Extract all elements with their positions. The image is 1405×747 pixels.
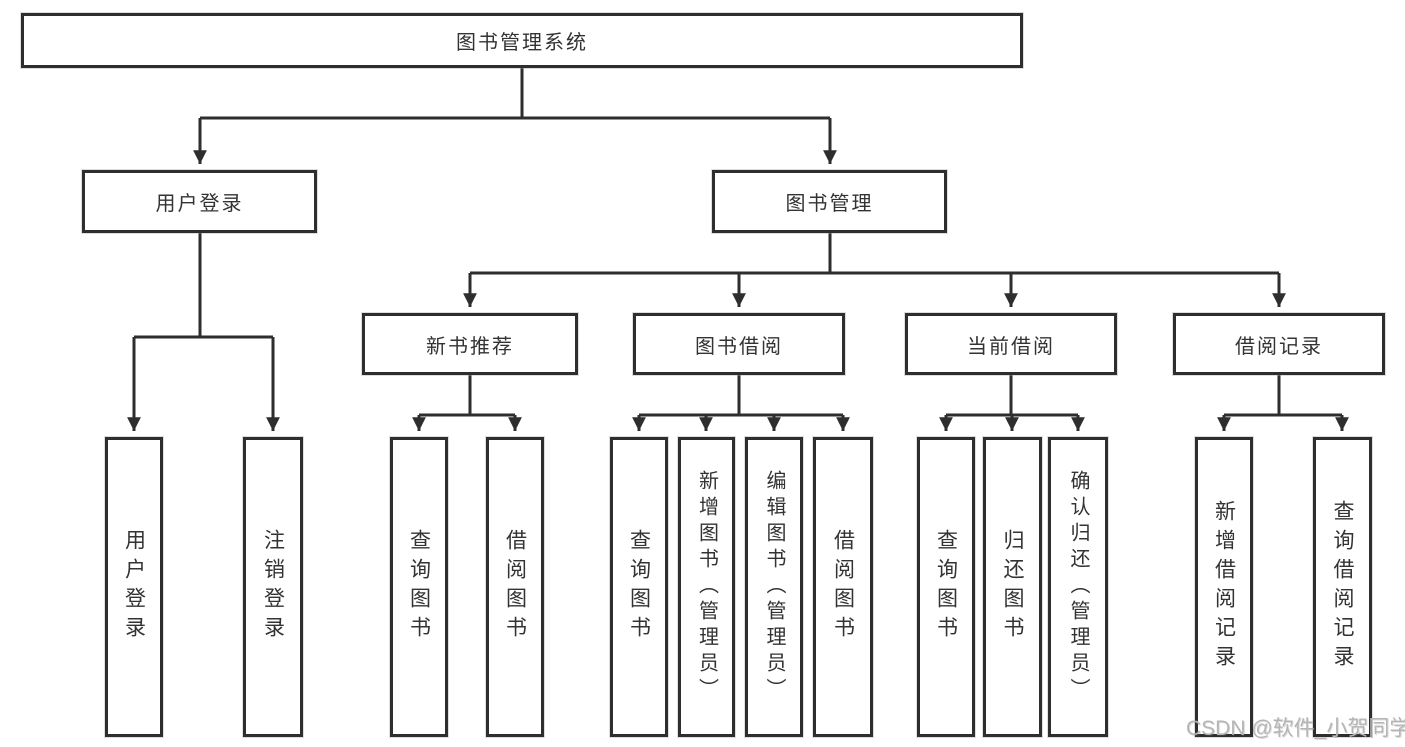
node-new-book-recommendation: 新书推荐 [362,313,578,375]
leaf-borrow-books-recommend-label: 借阅图书 [503,529,527,645]
leaf-user-login: 用户登录 [105,437,163,737]
node-user-login: 用户登录 [82,170,317,233]
leaf-search-books-recommend-label: 查询图书 [407,529,431,645]
leaf-add-borrow-record: 新增借阅记录 [1195,437,1253,737]
leaf-search-books-borrowing-label: 查询图书 [627,529,651,645]
leaf-return-books: 归还图书 [983,437,1042,737]
leaf-confirm-return-admin: 确认归还（管理员） [1048,437,1108,737]
csdn-watermark: CSDN @软件_小贺同学 [1186,717,1405,740]
node-borrowing-records: 借阅记录 [1173,313,1385,375]
leaf-search-books-recommend: 查询图书 [390,437,448,737]
leaf-search-books-borrowing: 查询图书 [610,437,668,737]
node-book-management: 图书管理 [712,170,947,233]
leaf-return-books-label: 归还图书 [1001,529,1024,645]
leaf-user-login-label: 用户登录 [122,529,146,645]
leaf-search-books-current: 查询图书 [917,437,975,737]
leaf-search-books-current-label: 查询图书 [934,529,958,645]
node-library-management-system: 图书管理系统 [21,13,1023,68]
leaf-borrow-books: 借阅图书 [813,437,873,737]
leaf-edit-books-admin-label: 编辑图书（管理员） [763,470,785,704]
leaf-add-books-admin: 新增图书（管理员） [678,437,735,737]
leaf-search-borrow-record-label: 查询借阅记录 [1331,500,1354,674]
node-current-borrowing: 当前借阅 [905,313,1117,375]
leaf-confirm-return-admin-label: 确认归还（管理员） [1067,470,1089,704]
leaf-search-borrow-record: 查询借阅记录 [1313,437,1372,737]
leaf-add-borrow-record-label: 新增借阅记录 [1212,500,1236,674]
node-book-borrowing: 图书借阅 [633,313,845,375]
leaf-logout: 注销登录 [243,437,303,737]
leaf-borrow-books-recommend: 借阅图书 [486,437,544,737]
leaf-add-books-admin-label: 新增图书（管理员） [695,470,718,704]
leaf-edit-books-admin: 编辑图书（管理员） [745,437,803,737]
leaf-borrow-books-label: 借阅图书 [831,529,855,645]
leaf-logout-label: 注销登录 [261,529,285,645]
